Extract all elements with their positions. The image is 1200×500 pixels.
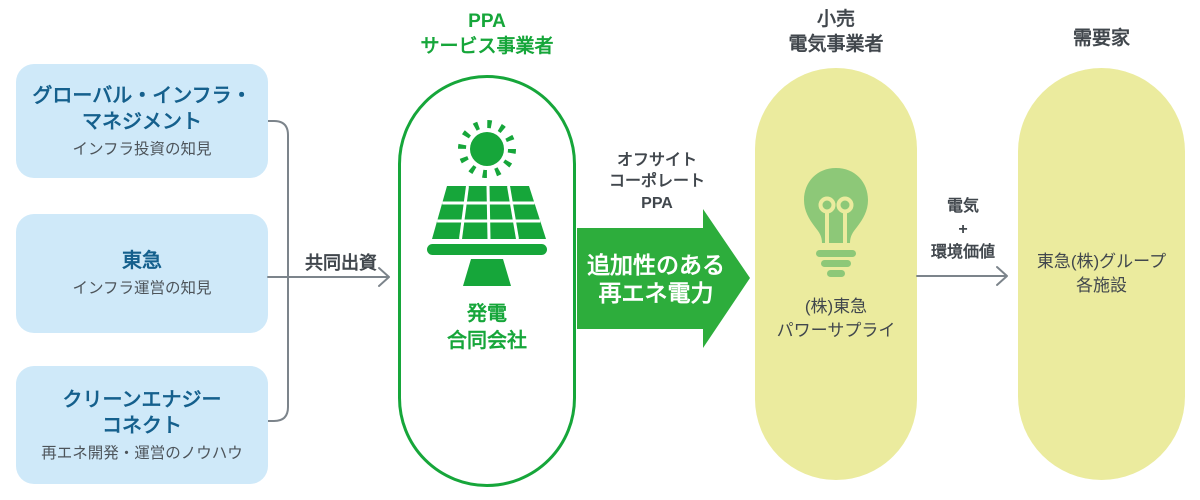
renewable-power-label: 追加性のある 再エネ電力 — [587, 252, 725, 307]
electricity-value-label: 電気 + 環境価値 — [930, 198, 995, 261]
joint-investment-label: 共同出資 — [305, 253, 377, 273]
offsite-corporate-ppa-label: オフサイト コーポレート PPA — [608, 152, 705, 212]
investor-title: グローバル・インフラ・ マネジメント — [32, 84, 252, 133]
investor-box-tokyu: 東急 インフラ運営の知見 — [16, 214, 268, 333]
ppa-provider-header: PPA サービス事業者 — [420, 11, 554, 57]
investor-subtitle: インフラ運営の知見 — [72, 280, 212, 298]
investor-subtitle: インフラ投資の知見 — [72, 140, 212, 158]
ppa-provider-name: 発電 合同会社 — [447, 303, 527, 352]
retailer-name: (株)東急 パワーサプライ — [776, 297, 896, 341]
consumer-name: 東急(株)グループ 各施設 — [1036, 251, 1167, 295]
investor-subtitle: 再エネ開発・運営のノウハウ — [41, 444, 243, 462]
retailer-header: 小売 電気事業者 — [788, 9, 884, 55]
ppa-provider-capsule: 発電 合同会社 — [398, 75, 576, 487]
investors-bracket — [268, 120, 289, 422]
investor-box-clean-energy-connect: クリーンエナジー コネクト 再エネ開発・運営のノウハウ — [16, 366, 268, 484]
lightbulb-icon — [804, 168, 868, 277]
investor-title: クリーンエナジー コネクト — [62, 388, 222, 437]
consumer-capsule: 東急(株)グループ 各施設 — [1018, 68, 1185, 480]
investor-box-global-infra-management: グローバル・インフラ・ マネジメント インフラ投資の知見 — [16, 64, 268, 178]
investor-title: 東急 — [122, 250, 162, 273]
consumer-header: 需要家 — [1072, 28, 1130, 49]
solar-panel-icon — [427, 120, 547, 286]
electricity-arrow — [916, 266, 1008, 286]
retailer-capsule: (株)東急 パワーサプライ — [755, 68, 917, 480]
